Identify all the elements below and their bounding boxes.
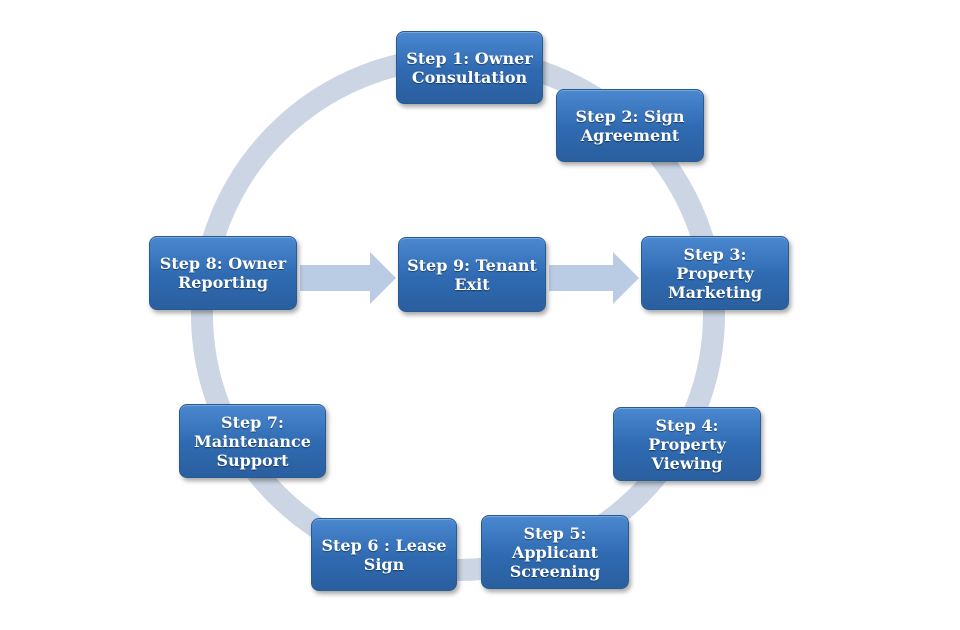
- step-5-applicant-screening: Step 5: Applicant Screening: [481, 515, 629, 589]
- step-3-label: Step 3: Property Marketing: [667, 244, 763, 302]
- step-4-label: Step 4: Property Viewing: [648, 415, 726, 473]
- arrow-step8-to-step9: [300, 252, 396, 304]
- step-4-property-viewing: Step 4: Property Viewing: [613, 407, 761, 481]
- arrow-step9-to-step3: [549, 252, 639, 304]
- step-8-owner-reporting: Step 8: Owner Reporting: [149, 236, 297, 310]
- step-2-sign-agreement: Step 2: Sign Agreement: [556, 89, 704, 162]
- step-6-lease-sign: Step 6 : Lease Sign: [311, 518, 457, 591]
- step-9-label: Step 9: Tenant Exit: [407, 255, 537, 294]
- step-3-property-marketing: Step 3: Property Marketing: [641, 236, 789, 310]
- step-1-owner-consultation: Step 1: Owner Consultation: [396, 31, 543, 104]
- step-8-label: Step 8: Owner Reporting: [159, 254, 287, 292]
- step-6-label: Step 6 : Lease Sign: [321, 535, 447, 574]
- step-2-label: Step 2: Sign Agreement: [575, 106, 685, 145]
- step-5-label: Step 5: Applicant Screening: [509, 523, 601, 581]
- step-1-label: Step 1: Owner Consultation: [406, 48, 533, 87]
- step-7-label: Step 7: Maintenance Support: [194, 412, 311, 470]
- step-9-tenant-exit: Step 9: Tenant Exit: [398, 237, 546, 312]
- step-7-maintenance-support: Step 7: Maintenance Support: [179, 404, 326, 478]
